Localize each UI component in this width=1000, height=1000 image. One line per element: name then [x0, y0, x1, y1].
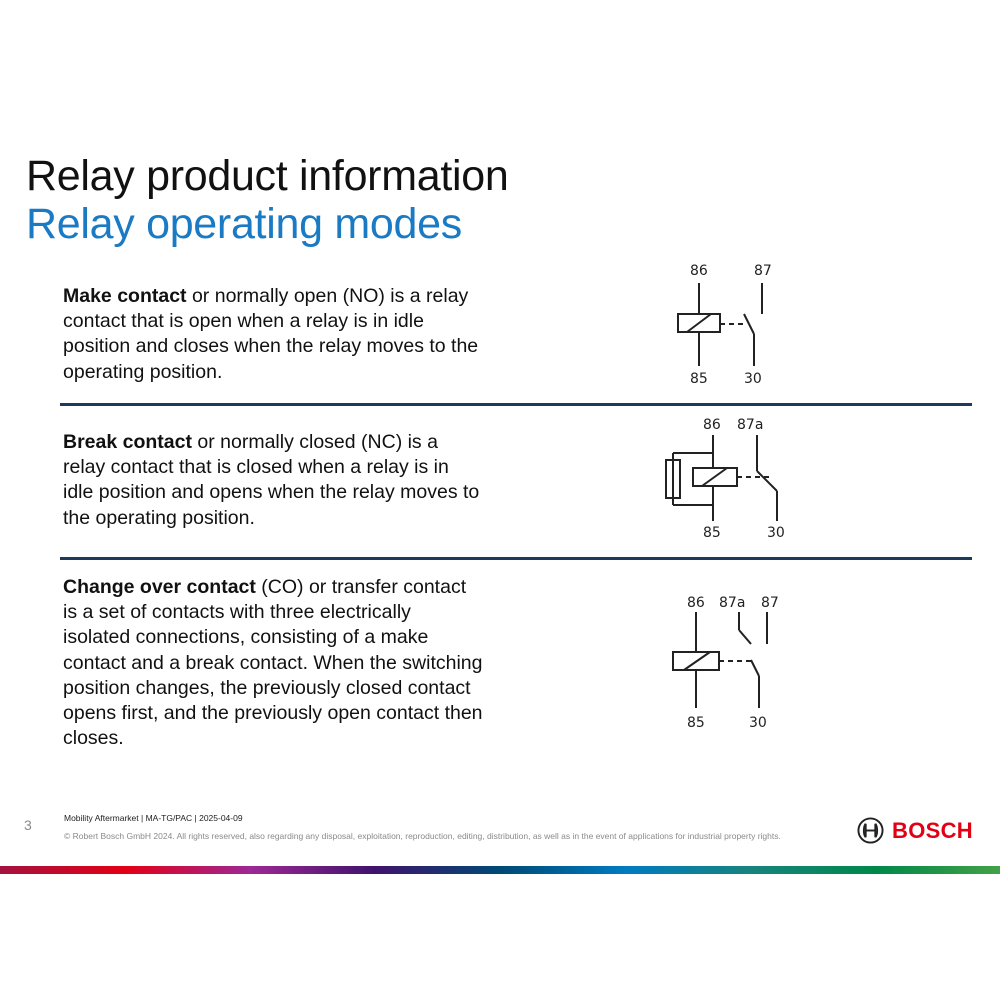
page-subtitle: Relay operating modes: [26, 200, 462, 248]
terminal-85-label: 85: [703, 525, 721, 541]
change-over-contact-text: (CO) or transfer contact is a set of con…: [63, 576, 483, 750]
make-contact-diagram: 86 87 85 30: [677, 263, 772, 387]
terminal-87-label: 87: [761, 595, 779, 611]
page-title: Relay product information: [26, 152, 509, 200]
brand-color-stripe: [0, 866, 1000, 874]
terminal-30-label: 30: [767, 525, 785, 541]
terminal-87a-label: 87a: [737, 417, 763, 433]
change-over-contact-description: Change over contact (CO) or transfer con…: [63, 575, 483, 751]
terminal-30-label: 30: [749, 715, 767, 731]
change-over-contact-term: Change over contact: [63, 576, 256, 598]
bosch-logo: BOSCH: [857, 817, 973, 844]
bosch-wordmark: BOSCH: [892, 817, 973, 843]
break-contact-diagram: 86 87a 85 30: [665, 417, 785, 541]
terminal-87a-label: 87a: [719, 595, 745, 611]
terminal-30-label: 30: [744, 371, 762, 387]
section-divider-2: [60, 557, 972, 560]
make-contact-description: Make contact or normally open (NO) is a …: [63, 284, 483, 385]
break-contact-text: or normally closed (NC) is a relay conta…: [63, 431, 480, 529]
terminal-85-label: 85: [690, 371, 708, 387]
footer-copyright: © Robert Bosch GmbH 2024. All rights res…: [64, 831, 781, 841]
terminal-87-label: 87: [754, 263, 772, 279]
terminal-86-label: 86: [687, 595, 705, 611]
terminal-85-label: 85: [687, 715, 705, 731]
section-divider-1: [60, 403, 972, 406]
terminal-86-label: 86: [703, 417, 721, 433]
change-over-contact-diagram: 86 87a 87 85 30: [672, 595, 779, 731]
bosch-armature-icon: [857, 817, 884, 844]
make-contact-text: or normally open (NO) is a relay contact…: [63, 285, 479, 383]
terminal-86-label: 86: [690, 263, 708, 279]
break-contact-description: Break contact or normally closed (NC) is…: [63, 430, 483, 531]
make-contact-term: Make contact: [63, 285, 187, 307]
break-contact-term: Break contact: [63, 431, 192, 453]
page-number: 3: [24, 817, 32, 833]
footer-meta: Mobility Aftermarket | MA-TG/PAC | 2025-…: [64, 813, 243, 823]
